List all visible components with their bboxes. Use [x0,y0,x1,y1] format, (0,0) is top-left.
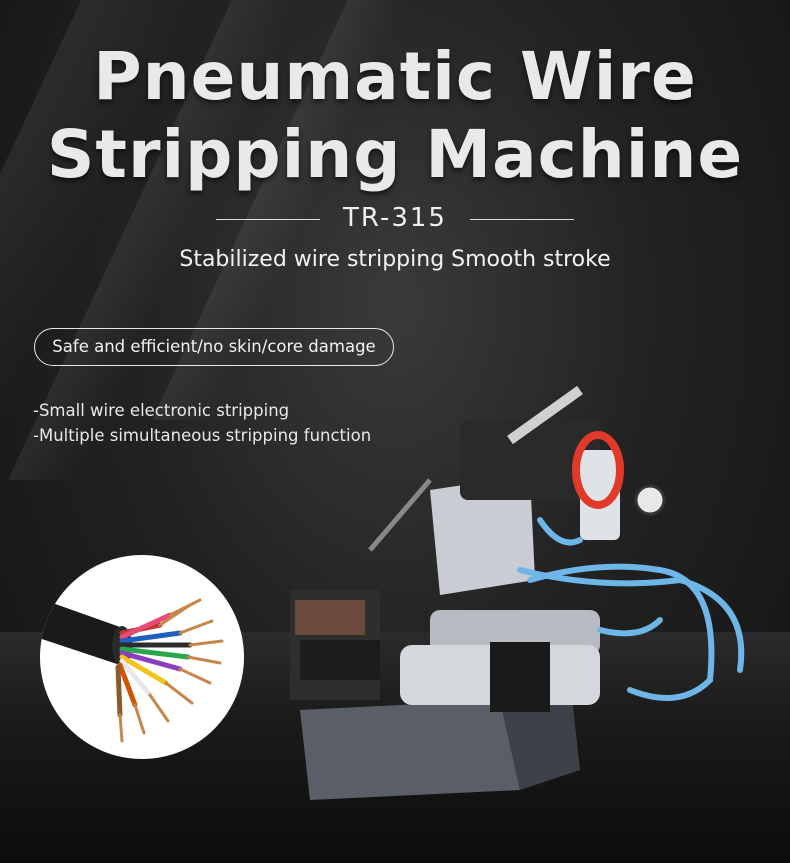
machine-image [280,380,760,830]
model-number: TR-315 [343,203,447,233]
feature-item: -Small wire electronic stripping [33,401,290,420]
pneumatic-machine-illustration [290,385,745,800]
title-line-2: Stripping Machine [46,116,744,193]
divider-left [216,219,320,220]
model-row: TR-315 [0,203,790,235]
title-line-1: Pneumatic Wire [93,38,697,115]
feature-item: -Multiple simultaneous stripping functio… [33,426,372,445]
multi-core-cable-illustration [40,598,224,743]
safety-badge: Safe and efficient/no skin/core damage [34,328,394,366]
subtitle: Stabilized wire stripping Smooth stroke [179,247,611,272]
divider-right [470,219,574,220]
feature-list: -Small wire electronic stripping -Multip… [33,398,371,448]
cable-image [40,555,244,759]
